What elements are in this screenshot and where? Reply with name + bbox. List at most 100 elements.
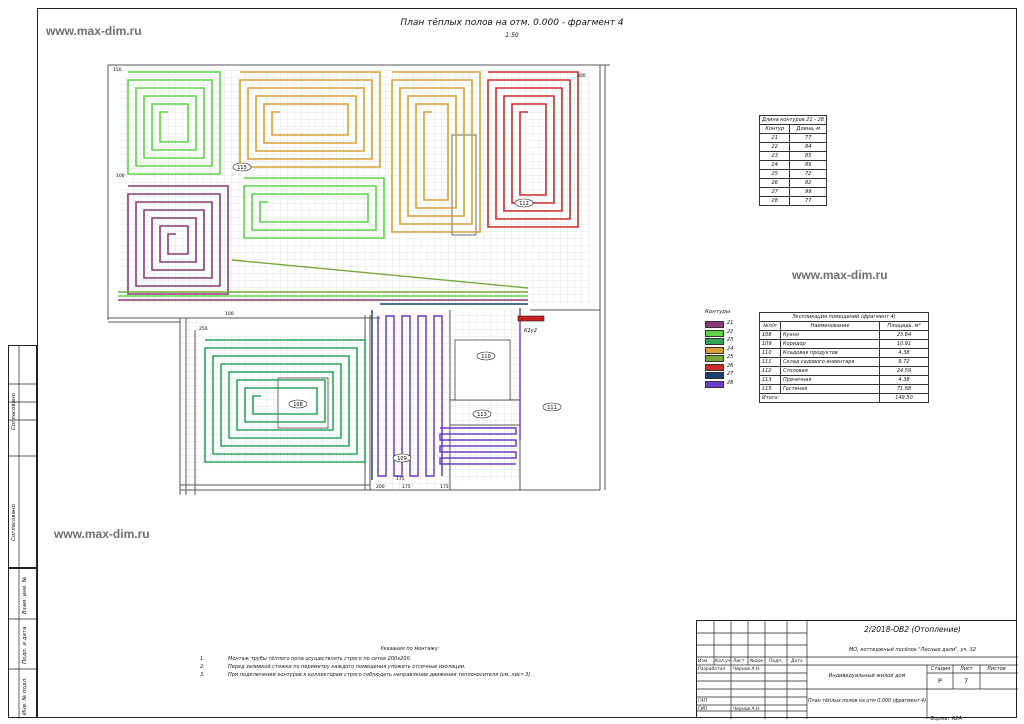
room-no: 113 [759, 375, 781, 385]
loop-24-b [391, 71, 481, 233]
room-no: 115 [759, 384, 781, 394]
room-name: Кухня [780, 330, 880, 340]
loop-length: 99 [789, 187, 827, 197]
room-area: 4.38 [879, 348, 929, 358]
loop-id: 27 [758, 187, 791, 197]
loop-length: 82 [789, 178, 827, 188]
dimension-label: 150 [113, 67, 122, 73]
room-no: 112 [759, 366, 781, 376]
stamp-col: Подп. [769, 659, 783, 664]
loop-id: 22 [758, 142, 791, 152]
room-tag: 108 [288, 399, 308, 409]
legend-item: 25 [705, 354, 741, 362]
dimension-label: 175 [440, 484, 449, 490]
legend-label: 23 [727, 337, 734, 343]
room-no: 108 [759, 330, 781, 340]
loop-28 [377, 315, 443, 477]
room-name: Склад садового инвентаря [780, 357, 880, 367]
watermark-right: www.max-dim.ru [792, 268, 888, 282]
loop-lengths-table: Длина контуров 21 - 28 Контур Длина, м 2… [758, 115, 827, 206]
legend-label: 24 [727, 345, 734, 352]
legend-item: 23 [705, 337, 741, 345]
loop-length: 84 [789, 142, 827, 152]
room-tags: К1у2115112108109110113111150300100100250… [113, 67, 586, 490]
legend-item: 27 [705, 371, 741, 379]
note-number: 2. [200, 664, 205, 670]
rooms-header: Площадь, м² [879, 321, 929, 331]
stamp-sheet: 7 [964, 677, 969, 685]
loop-id: 28 [758, 196, 791, 206]
legend-swatch [705, 355, 724, 362]
dimension-label: 175 [396, 476, 405, 482]
loop-lengths-header: Длина, м [789, 124, 827, 134]
rooms-header: №п/п [759, 321, 781, 331]
stamp-name: Чернов А.Н. [733, 667, 761, 672]
svg-text:115: 115 [237, 165, 247, 171]
room-tag: 110 [476, 351, 496, 361]
stamp-address: МО, коттеджный посёлок "Лесные дали", уч… [848, 647, 977, 653]
stamp-role: Разработал [698, 667, 726, 672]
legend-swatch [705, 346, 724, 354]
svg-text:110: 110 [481, 354, 491, 360]
stamp-col: №док [750, 659, 764, 664]
stamp-code: 2/2018-ОВ2 (Отопление) [864, 625, 961, 634]
dimension-label: 250 [199, 326, 208, 332]
legend-title: Контуры [705, 309, 731, 315]
approval-strip-lines [9, 346, 38, 569]
loop-length: 72 [789, 169, 827, 179]
svg-text:109: 109 [397, 456, 407, 462]
note-item: 3.При подключении контуров к коллекторам… [200, 672, 580, 678]
stamp-sheets-header: Листов [987, 666, 1006, 672]
loop-length: 77 [789, 133, 827, 143]
sheet-format: Формат А2А [930, 716, 962, 722]
svg-text:113: 113 [477, 412, 487, 418]
room-no: 109 [759, 339, 781, 349]
stamp-object: Индивидуальный жилой дом [828, 673, 906, 679]
stamp-sheet-title: План тёплых полов на отм 0.000 (фрагмент… [808, 699, 926, 704]
stamp-stage: Р [938, 677, 942, 685]
loop-lengths-title: Длина контуров 21 - 28 [759, 115, 827, 125]
loop-id: 21 [758, 133, 791, 143]
loop-22 [127, 71, 221, 175]
room-area: 24.59 [879, 366, 929, 376]
floor-grid [180, 320, 200, 490]
dimension-label: 100 [116, 173, 125, 179]
note-text: Перед заливкой стяжки по периметру каждо… [228, 664, 466, 670]
approval-label: Согласовано [11, 504, 17, 541]
legend-label: 21 [727, 320, 734, 326]
legend-swatch [705, 338, 724, 345]
collector-label: К1у2 [524, 328, 537, 334]
loop-21 [127, 185, 229, 295]
room-area: 10.91 [879, 339, 929, 349]
stamp-name: Чернов А.Н. [733, 707, 761, 712]
collector [517, 315, 545, 322]
room-name: Прачечная [780, 375, 880, 385]
loop-id: 26 [758, 178, 791, 188]
legend-label: 26 [727, 362, 734, 369]
loop-lengths-header: Контур [758, 124, 791, 134]
room-name: Кладовая продуктов [780, 348, 880, 358]
room-name: Столовая [780, 366, 880, 376]
note-number: 1. [200, 656, 205, 662]
room-tag: 112 [514, 198, 534, 208]
note-text: При подключении контуров к коллекторам с… [228, 672, 532, 678]
supply-line [231, 259, 529, 289]
loop-23 [204, 339, 366, 463]
signature-date-label: Подп. и дата [22, 626, 28, 664]
room-name: Гостиная [780, 384, 880, 394]
legend-item: 24 [705, 345, 741, 354]
inventory-strip: Взам. инв. № Подп. и дата Инв. № подл. [8, 568, 38, 719]
stamp-col: Изм. [698, 659, 709, 664]
